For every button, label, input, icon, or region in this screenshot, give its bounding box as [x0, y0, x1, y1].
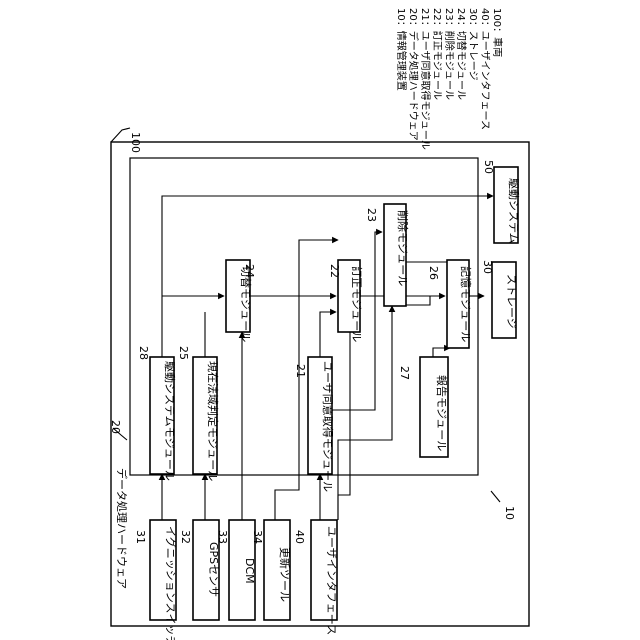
- correction-module-label: 訂正モジュール: [350, 266, 364, 342]
- user-consent-module-label: ユーザ同意取得モジュール: [321, 361, 335, 492]
- ref-mod-26: 26: [427, 266, 440, 280]
- legend-line-4: 23：削除モジュール: [443, 8, 456, 100]
- ref-dcm: 33: [216, 530, 229, 544]
- ref-mod-24: 24: [243, 264, 256, 278]
- dcm-label: DCM: [243, 558, 256, 584]
- ref-ignition: 31: [134, 530, 147, 544]
- ref-storage: 30: [481, 260, 494, 274]
- ref-hardware: 20: [109, 420, 122, 434]
- deletion-module-label: 削除モジュール: [396, 210, 410, 286]
- ref-update-tool: 34: [251, 530, 264, 544]
- hardware-label: データ処理ハードウェア: [115, 468, 129, 589]
- ref-mod-25: 25: [177, 346, 190, 360]
- current-state-module-label: 現在法域判定モジュール: [206, 361, 220, 481]
- legend-line-3: 22：訂正モジュール: [431, 8, 444, 100]
- user-interface-label: ユーザインタフェース: [325, 526, 338, 635]
- legend-line-5: 24：切替モジュール: [455, 8, 468, 100]
- ref-mod-28: 28: [137, 346, 150, 360]
- notification-module-label: 報告モジュール: [435, 375, 448, 451]
- storage-module-label: 記憶モジュール: [459, 266, 473, 342]
- drive-system-label: 駆動システム: [507, 178, 521, 244]
- legend-line-6: 30：ストレージ: [467, 8, 478, 81]
- legend: 10：情報管理装置 20：データ処理ハードウェア 21：ユーザ同意取得モジュール…: [395, 8, 504, 150]
- ref-mod-22: 22: [328, 264, 341, 278]
- ref-device: 100: [129, 132, 142, 153]
- legend-line-0: 10：情報管理装置: [395, 8, 408, 91]
- legend-line-2: 21：ユーザ同意取得モジュール: [419, 8, 432, 150]
- ref-drive: 50: [482, 160, 495, 174]
- legend-line-1: 20：データ処理ハードウェア: [407, 8, 420, 141]
- ref-mod-23: 23: [365, 208, 378, 222]
- ref-mod-21: 21: [294, 364, 307, 378]
- storage-label: ストレージ: [505, 274, 518, 329]
- legend-line-8: 100：車両: [491, 8, 504, 57]
- update-tool-label: 更新ツール: [278, 547, 292, 602]
- ref-user-interface: 40: [293, 530, 306, 544]
- ignition-switch-label: イグニッションスイッチ: [164, 526, 178, 640]
- ref-mod-27: 27: [398, 366, 411, 380]
- ref-gps: 32: [179, 530, 192, 544]
- gps-sensor-label: GPSセンサ: [207, 542, 220, 597]
- legend-line-7: 40：ユーザインタフェース: [479, 8, 491, 130]
- drive-system-module-label: 駆動システムモジュール: [163, 361, 177, 481]
- ref-figure: 10: [503, 506, 516, 520]
